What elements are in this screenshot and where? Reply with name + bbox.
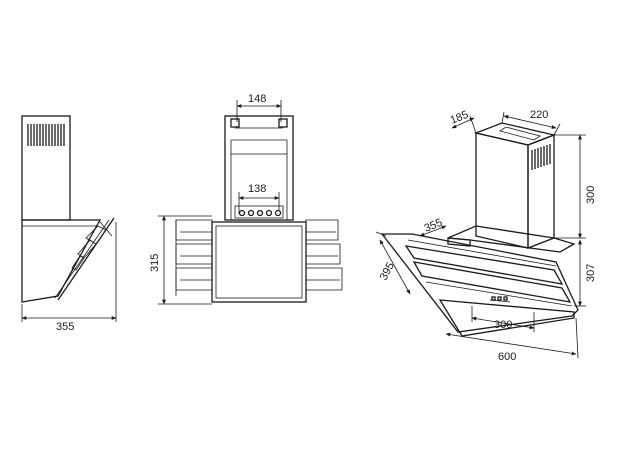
iso-panel-width-dim-line [471,316,535,330]
side-view: 355 [21,115,117,333]
iso-hood-top [447,225,576,253]
side-vent-slots [27,124,65,146]
front-inner-width-label: 138 [248,183,266,195]
iso-view: 185 220 300 307 355 395 300 600 [375,109,597,363]
iso-chimney-depth-dim-line [451,117,475,129]
front-control-rail [234,205,284,219]
iso-body-height-label: 307 [585,264,597,282]
front-height-label: 315 [149,254,161,272]
iso-chimney-width-label: 220 [530,109,548,121]
iso-chimney-depth-label: 185 [449,109,471,127]
iso-chimney-front [475,132,529,249]
iso-total-width-label: 600 [498,351,516,363]
iso-panel-width-label: 300 [494,319,512,331]
iso-glass-height-label: 395 [378,261,397,283]
front-glass-panels [175,219,343,296]
iso-vent-slots [531,144,551,170]
iso-chimney-height-label: 300 [585,186,597,204]
iso-control-buttons [491,296,496,301]
front-view: 148 138 [149,93,343,305]
front-chimney [224,115,294,221]
side-hood-body [21,219,102,303]
front-top-width-label: 148 [248,93,266,105]
front-hood-body [211,221,307,303]
iso-hood-depth-dim-line [419,225,447,237]
iso-total-width-dim-line [445,332,577,356]
iso-glass-height-dim-line [379,239,411,295]
iso-chimney-width-dim-line [503,115,557,129]
iso-hood-depth-label: 355 [423,217,445,235]
iso-glass-panel [380,233,579,333]
side-width-label: 355 [56,321,74,333]
